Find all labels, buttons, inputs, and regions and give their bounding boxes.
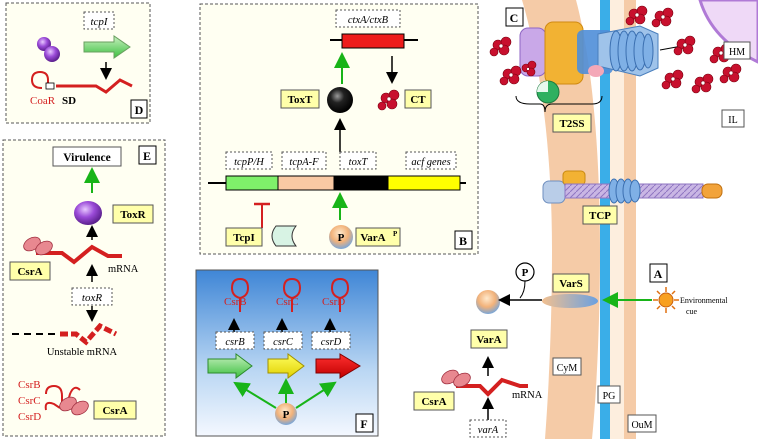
e-csrc: CsrC xyxy=(18,395,41,407)
gene-block-tcpph xyxy=(225,175,279,191)
ctx-gene-block xyxy=(341,33,405,49)
gene-block-acf xyxy=(387,175,461,191)
c-csra-label: CsrA xyxy=(421,396,446,408)
f-csrc: CsrC xyxy=(276,296,299,308)
c-vara-label: VarA xyxy=(476,334,501,346)
f-p-label: P xyxy=(283,409,290,421)
f-gene-b: csrB xyxy=(225,337,245,348)
e-mrna-label: mRNA xyxy=(108,264,139,275)
e-csrd: CsrD xyxy=(18,411,41,423)
panel-b: P xyxy=(199,3,479,255)
f-phospho-protein xyxy=(275,403,297,425)
environmental-cue-icon xyxy=(653,287,679,313)
panel-f: P xyxy=(195,269,379,437)
e-csra-label: CsrA xyxy=(17,266,42,278)
e-panel-letter: E xyxy=(143,149,151,163)
csrc-gene-arrow xyxy=(267,353,305,379)
gene-block-tcpaf xyxy=(277,175,335,191)
b-toxt-label: ToxT xyxy=(288,94,313,106)
e-toxr-label: ToxR xyxy=(120,209,146,221)
coar-hairpin xyxy=(30,70,52,89)
c-panel-letter: C xyxy=(510,11,519,25)
e-csra2-label: CsrA xyxy=(102,405,127,417)
vars-p-label: P xyxy=(522,267,529,279)
e-virulence: Virulence xyxy=(63,152,110,164)
d-coar-label: CoaR xyxy=(30,95,56,107)
c-tcp-label: TCP xyxy=(589,210,611,222)
unstable-mrna-strand xyxy=(60,322,118,346)
ct-toxins xyxy=(489,5,742,94)
csra-protein-c xyxy=(441,369,471,388)
c-vara-gene: varA xyxy=(478,425,499,436)
b-panel-letter: B xyxy=(459,234,467,248)
b-gene-toxt: toxT xyxy=(349,157,369,168)
csra-protein-e2 xyxy=(59,396,89,416)
f-gene-d: csrD xyxy=(321,337,342,348)
outer-membrane xyxy=(624,0,636,439)
csr-srnas-e xyxy=(44,384,81,411)
e-unstable-mrna: Unstable mRNA xyxy=(47,347,118,358)
f-csrd: CsrD xyxy=(322,296,345,308)
env-cue-line1: Environmental xyxy=(680,296,728,305)
toxt-protein-sphere xyxy=(327,87,353,113)
f-panel-letter: F xyxy=(360,417,367,431)
b-varap-label: VarA xyxy=(360,232,385,244)
panel-c: P Environmental cue xyxy=(441,0,758,439)
srna-hairpins xyxy=(230,277,350,312)
ct-toxin-b xyxy=(377,89,400,111)
tcp-pilus xyxy=(542,170,723,204)
vara-mrna-strand xyxy=(456,377,528,397)
toxr-protein xyxy=(74,201,102,225)
vara-protein xyxy=(476,290,500,314)
a-panel-letter: A xyxy=(654,267,663,281)
e-csrb: CsrB xyxy=(18,379,41,391)
b-gene-tcpph: tcpP/H xyxy=(234,157,265,168)
b-gene-acf: acf genes xyxy=(411,157,450,168)
csrd-gene-arrow xyxy=(315,353,361,379)
env-cue-line2: cue xyxy=(686,307,698,316)
c-oum-label: OuM xyxy=(631,420,652,431)
b-ct-label: CT xyxy=(410,94,426,106)
tcpi-protein-shape xyxy=(271,225,298,247)
c-cym-label: CyM xyxy=(557,363,578,374)
t2ss-bracket xyxy=(515,95,603,113)
cytoplasmic-membrane xyxy=(522,0,600,439)
vars-sensor xyxy=(542,294,598,308)
d-panel-letter: D xyxy=(135,103,144,117)
varap-p-label: P xyxy=(338,232,345,244)
gene-block-toxt xyxy=(333,175,389,191)
tcpi-gene-arrow xyxy=(83,35,131,59)
f-csrb: CsrB xyxy=(224,296,247,308)
f-gene-c: csrC xyxy=(273,337,294,348)
b-ctx-gene: ctxA/ctxB xyxy=(348,15,389,26)
c-mrna-label: mRNA xyxy=(512,390,543,401)
c-pg-label: PG xyxy=(603,391,616,402)
e-toxr-gene: toxR xyxy=(82,292,102,304)
c-hm-label: HM xyxy=(729,47,745,58)
b-gene-tcpaf: tcpA-F xyxy=(289,157,319,168)
d-tcpi-gene: tcpI xyxy=(90,16,108,28)
d-sd-label: SD xyxy=(62,95,76,107)
b-varap-sup: P xyxy=(393,230,398,238)
coar-protein xyxy=(37,37,60,62)
b-tcpi-label: TcpI xyxy=(233,232,255,244)
panel-d xyxy=(5,2,151,124)
csrb-gene-arrow xyxy=(207,353,253,379)
toxr-mrna-strand xyxy=(36,244,122,265)
csra-protein-e xyxy=(23,236,53,256)
c-vars-label: VarS xyxy=(559,278,582,290)
c-il-label: IL xyxy=(728,115,737,126)
varap-protein xyxy=(329,225,353,249)
c-t2ss-label: T2SS xyxy=(559,118,584,130)
